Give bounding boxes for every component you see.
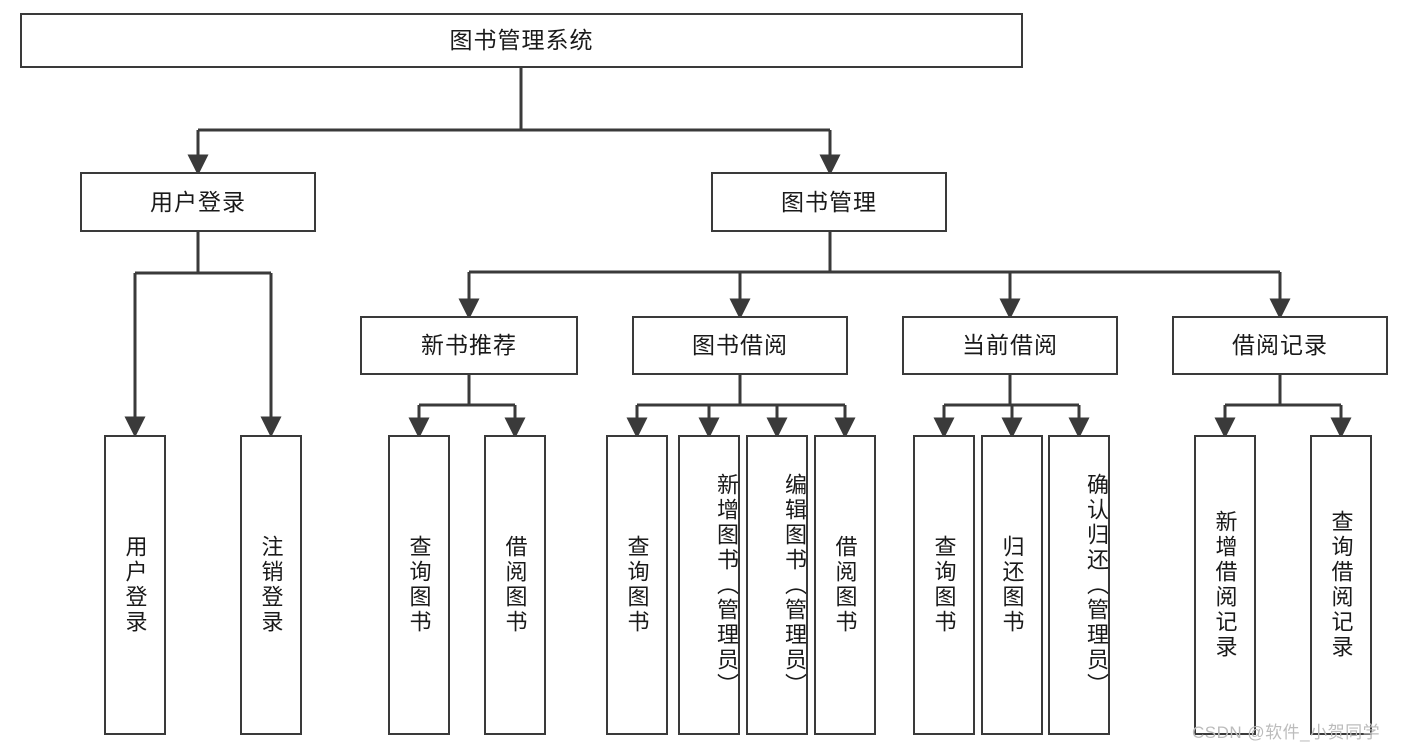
node-leaf-return-book[interactable]: 归还图书 [981, 435, 1043, 735]
node-leaf-edit-book-label: 编辑图书（管理员） [782, 472, 807, 698]
node-leaf-query-book-1[interactable]: 查询图书 [388, 435, 450, 735]
node-leaf-add-borrow-record-label: 新增借阅记录 [1212, 510, 1238, 660]
node-leaf-borrow-book-1[interactable]: 借阅图书 [484, 435, 546, 735]
node-book-management-label: 图书管理 [781, 188, 877, 215]
node-leaf-add-book-label: 新增图书（管理员） [714, 472, 739, 698]
node-book-borrow-label: 图书借阅 [692, 332, 788, 359]
node-leaf-logout-label: 注销登录 [258, 535, 284, 635]
node-leaf-logout[interactable]: 注销登录 [240, 435, 302, 735]
node-current-borrow-label: 当前借阅 [962, 332, 1058, 359]
node-leaf-query-borrow-record[interactable]: 查询借阅记录 [1310, 435, 1372, 735]
node-leaf-borrow-book-1-label: 借阅图书 [502, 535, 528, 635]
node-leaf-borrow-book-2-label: 借阅图书 [832, 535, 858, 635]
node-new-book-recommend[interactable]: 新书推荐 [360, 316, 578, 375]
node-leaf-query-book-3[interactable]: 查询图书 [913, 435, 975, 735]
node-root[interactable]: 图书管理系统 [20, 13, 1023, 68]
node-leaf-borrow-book-2[interactable]: 借阅图书 [814, 435, 876, 735]
node-borrow-record[interactable]: 借阅记录 [1172, 316, 1388, 375]
node-user-login[interactable]: 用户登录 [80, 172, 316, 232]
node-current-borrow[interactable]: 当前借阅 [902, 316, 1118, 375]
node-book-borrow[interactable]: 图书借阅 [632, 316, 848, 375]
node-book-management[interactable]: 图书管理 [711, 172, 947, 232]
node-leaf-query-book-2-label: 查询图书 [624, 535, 650, 635]
node-leaf-confirm-return-label: 确认归还（管理员） [1084, 472, 1109, 698]
node-leaf-confirm-return[interactable]: 确认归还（管理员） [1048, 435, 1110, 735]
node-leaf-query-borrow-record-label: 查询借阅记录 [1328, 510, 1354, 660]
node-borrow-record-label: 借阅记录 [1232, 332, 1328, 359]
node-new-book-recommend-label: 新书推荐 [421, 332, 517, 359]
csdn-watermark: CSDN @软件_小贺同学 [1192, 723, 1381, 742]
node-root-label: 图书管理系统 [449, 27, 594, 54]
node-leaf-query-book-3-label: 查询图书 [931, 535, 957, 635]
node-leaf-user-login[interactable]: 用户登录 [104, 435, 166, 735]
node-user-login-label: 用户登录 [150, 188, 246, 215]
node-leaf-user-login-label: 用户登录 [122, 535, 148, 635]
node-leaf-add-borrow-record[interactable]: 新增借阅记录 [1194, 435, 1256, 735]
node-leaf-query-book-1-label: 查询图书 [406, 535, 432, 635]
node-leaf-return-book-label: 归还图书 [999, 535, 1025, 635]
node-leaf-query-book-2[interactable]: 查询图书 [606, 435, 668, 735]
node-leaf-add-book[interactable]: 新增图书（管理员） [678, 435, 740, 735]
node-leaf-edit-book[interactable]: 编辑图书（管理员） [746, 435, 808, 735]
